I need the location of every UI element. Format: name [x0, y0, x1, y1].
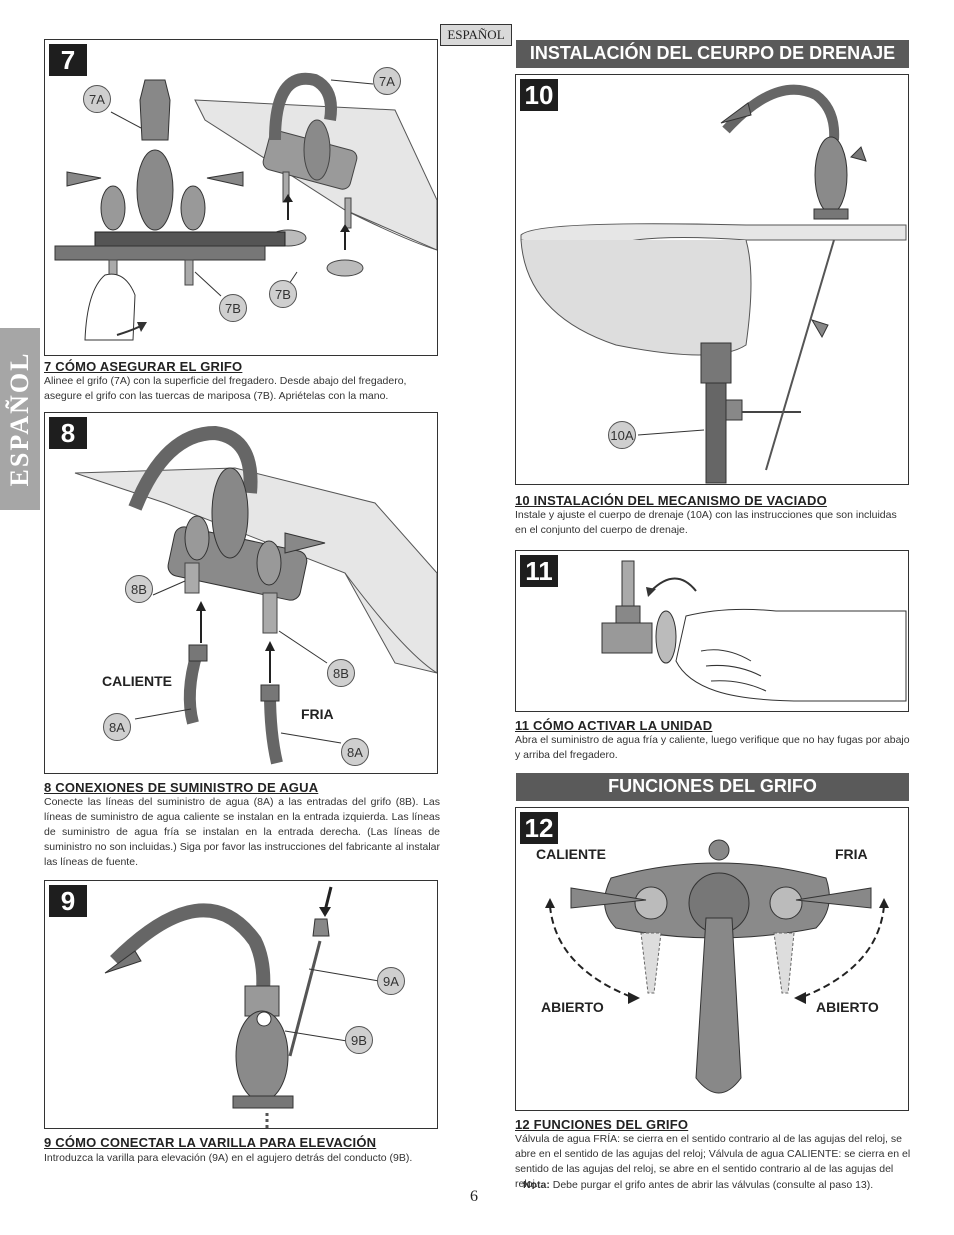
step-9-number: 9	[49, 885, 87, 917]
step-11-panel: 11	[515, 550, 909, 712]
callout-7b-right: 7B	[269, 280, 297, 308]
callout-8b-right: 8B	[327, 659, 355, 687]
step-7-panel: 7 7A 7A 7B 7B	[44, 39, 438, 356]
step-9-illustration	[104, 886, 380, 1128]
note-text: Debe purgar el grifo antes de abrir las …	[549, 1179, 874, 1191]
label-hot: CALIENTE	[102, 673, 172, 689]
step-7-illustration	[54, 72, 437, 341]
callout-7a-right: 7A	[373, 67, 401, 95]
step-8-text: Conecte las líneas del suministro de agu…	[44, 796, 440, 868]
step-12-number: 12	[520, 812, 558, 844]
step-12-panel: 12 CALIENTE FRIA ABIERTO ABIERTO	[515, 807, 909, 1111]
step-8-title: 8 CONEXIONES DE SUMINISTRO DE AGUA	[44, 780, 319, 795]
side-language-tab: ESPAÑOL	[0, 328, 40, 510]
label-cold-12: FRIA	[835, 846, 868, 862]
label-cold: FRIA	[301, 706, 334, 722]
step-12-text: Válvula de agua FRÍA: se cierra en el se…	[515, 1133, 911, 1190]
step-9-panel: 9 9A 9B	[44, 880, 438, 1129]
label-open-left: ABIERTO	[541, 999, 604, 1015]
step-7-title: 7 CÓMO ASEGURAR EL GRIFO	[44, 359, 243, 374]
step-10-text: Instale y ajuste el cuerpo de drenaje (1…	[515, 509, 897, 536]
functions-section-header: FUNCIONES DEL GRIFO	[516, 773, 909, 801]
callout-7b-left: 7B	[219, 294, 247, 322]
step-10-illustration	[520, 84, 907, 484]
label-hot-12: CALIENTE	[536, 846, 606, 862]
step-12-note: Nota: Debe purgar el grifo antes de abri…	[523, 1178, 913, 1193]
language-tag: ESPAÑOL	[440, 24, 512, 46]
callout-8a-left: 8A	[103, 713, 131, 741]
label-open-right: ABIERTO	[816, 999, 879, 1015]
step-7-number: 7	[49, 44, 87, 76]
step-9-title: 9 CÓMO CONECTAR LA VARILLA PARA ELEVACIÓ…	[44, 1135, 377, 1150]
drain-section-header: INSTALACIÓN DEL CEURPO DE DRENAJE	[516, 40, 909, 68]
callout-8b-left: 8B	[125, 575, 153, 603]
callout-8a-right: 8A	[341, 738, 369, 766]
step-11-text: Abra el suministro de agua fría y calien…	[515, 734, 910, 761]
callout-10a: 10A	[608, 421, 636, 449]
step-12-illustration	[545, 839, 889, 1094]
step-10-panel: 10 10A	[515, 74, 909, 485]
step-12-title: 12 FUNCIONES DEL GRIFO	[515, 1117, 689, 1132]
step-10-title: 10 INSTALACIÓN DEL MECANISMO DE VACIADO	[515, 493, 827, 508]
step-7-text: Alinee el grifo (7A) con la superficie d…	[44, 375, 407, 402]
step-8-illustration	[74, 425, 437, 765]
page-number: 6	[470, 1188, 478, 1205]
callout-7a-left: 7A	[83, 85, 111, 113]
callout-9b: 9B	[345, 1026, 373, 1054]
step-11-number: 11	[520, 555, 558, 587]
step-9-text: Introduzca la varilla para elevación (9A…	[44, 1152, 413, 1164]
step-8-panel: 8 8B 8B 8A 8A CALIENTE FRIA	[44, 412, 438, 774]
step-10-number: 10	[520, 79, 558, 111]
step-8-number: 8	[49, 417, 87, 449]
note-label: Nota:	[523, 1179, 550, 1191]
callout-9a: 9A	[377, 967, 405, 995]
step-11-illustration	[601, 560, 907, 702]
side-tab-label: ESPAÑOL	[5, 351, 34, 487]
step-11-title: 11 CÓMO ACTIVAR LA UNIDAD	[515, 718, 713, 733]
